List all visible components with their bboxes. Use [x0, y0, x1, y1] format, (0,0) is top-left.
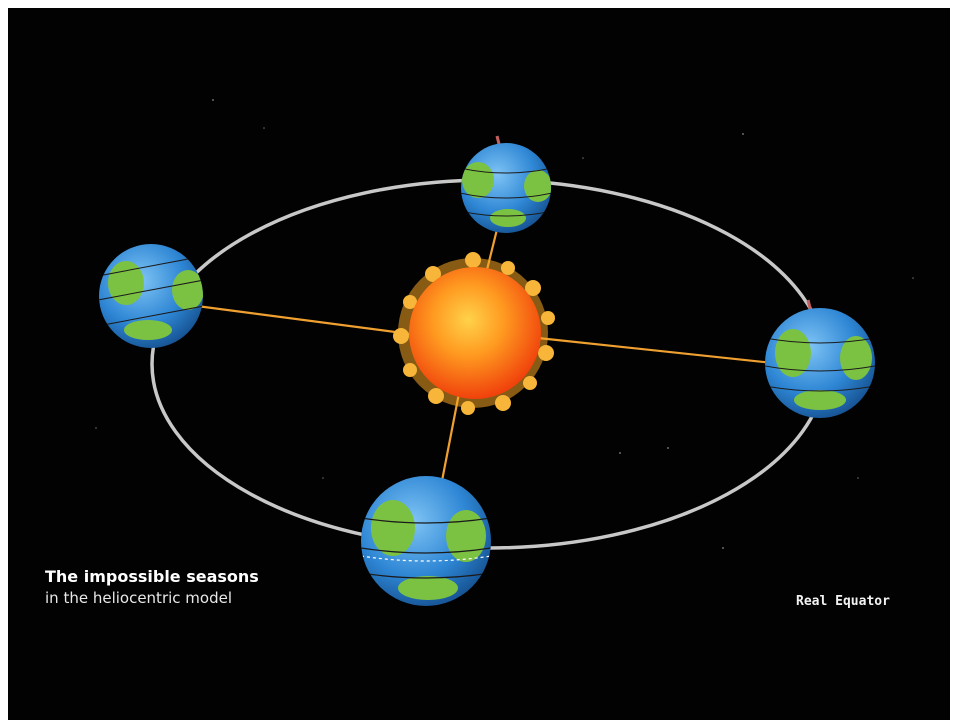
- earth-globe-icon: [99, 244, 203, 348]
- sun-icon: [393, 252, 555, 415]
- earth-globe-icon: [461, 135, 551, 233]
- earth-globe-icon: [361, 476, 491, 606]
- caption: The impossible seasons in the heliocentr…: [45, 566, 259, 608]
- caption-title: The impossible seasons: [45, 567, 259, 586]
- caption-subtitle: in the heliocentric model: [45, 589, 232, 607]
- starfield: [95, 99, 914, 549]
- earth-globe-icon: [765, 299, 875, 418]
- real-equator-label: Real Equator: [796, 594, 890, 609]
- heliocentric-diagram: [95, 99, 914, 606]
- diagram-frame: The impossible seasons in the heliocentr…: [8, 8, 950, 720]
